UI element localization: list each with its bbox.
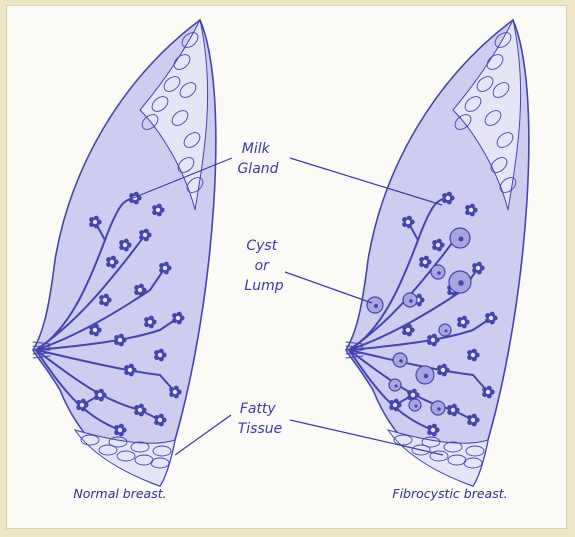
gland-center [431, 428, 435, 432]
milk-gland-label-line1: Milk [242, 141, 271, 157]
cyst-core [415, 405, 418, 408]
fatty-tissue-label-line1: Fatty [240, 401, 277, 417]
gland-center [469, 208, 473, 212]
gland-center [423, 260, 427, 264]
gland-center [143, 233, 147, 237]
gland-center [173, 390, 177, 394]
gland-center [489, 316, 493, 320]
gland-center [118, 338, 122, 342]
gland-center [176, 316, 180, 320]
cyst-core [399, 359, 403, 363]
fatty-tissue-label: Fatty Tissue [238, 401, 283, 437]
gland-center [406, 220, 410, 224]
fatty-tissue-label-line2: Tissue [238, 421, 283, 437]
fibrocystic-breast-caption: Fibrocystic breast. [392, 486, 507, 501]
gland-center [471, 418, 475, 422]
gland-center [158, 418, 162, 422]
fatty-tissue-leader-left [175, 415, 231, 455]
gland-center [471, 353, 475, 357]
cyst-core [395, 385, 398, 388]
gland-center [110, 260, 114, 264]
gland-center [138, 288, 142, 292]
fibrocystic-breast-illustration [346, 20, 529, 486]
gland-center [128, 368, 132, 372]
cyst-core [458, 280, 464, 286]
gland-center [156, 208, 160, 212]
gland-center [103, 298, 107, 302]
cyst-core [409, 299, 413, 303]
gland-center [138, 408, 142, 412]
gland-center [406, 328, 410, 332]
gland-center [436, 243, 440, 247]
gland-center [451, 408, 455, 412]
cyst-label-line3: Lump [244, 278, 283, 294]
cyst-label: Cyst or Lump [244, 238, 283, 294]
normal-breast-illustration [33, 20, 216, 486]
gland-center [441, 368, 445, 372]
gland-center [486, 390, 490, 394]
cyst-label-line2: or [255, 258, 271, 274]
gland-center [93, 328, 97, 332]
gland-center [80, 403, 84, 407]
cyst-core [445, 330, 448, 333]
cyst-leader [285, 272, 372, 303]
gland-center [461, 320, 465, 324]
gland-center [476, 266, 480, 270]
gland-center [158, 353, 162, 357]
gland-center [93, 220, 97, 224]
cyst-core [459, 237, 464, 242]
gland-center [393, 403, 397, 407]
gland-center [411, 393, 415, 397]
gland-center [118, 428, 122, 432]
gland-center [148, 320, 152, 324]
gland-center [123, 243, 127, 247]
cyst-core [374, 304, 378, 308]
normal-breast-caption: Normal breast. [73, 486, 166, 501]
cyst-core [437, 407, 441, 411]
cyst-core [424, 374, 429, 379]
milk-gland-label-line2: Gland [237, 161, 278, 177]
gland-center [163, 266, 167, 270]
cyst-core [437, 271, 441, 275]
cyst-label-line1: Cyst [246, 238, 277, 254]
gland-center [446, 196, 450, 200]
milk-gland-label: Milk Gland [237, 141, 278, 177]
gland-center [98, 393, 102, 397]
gland-center [431, 338, 435, 342]
